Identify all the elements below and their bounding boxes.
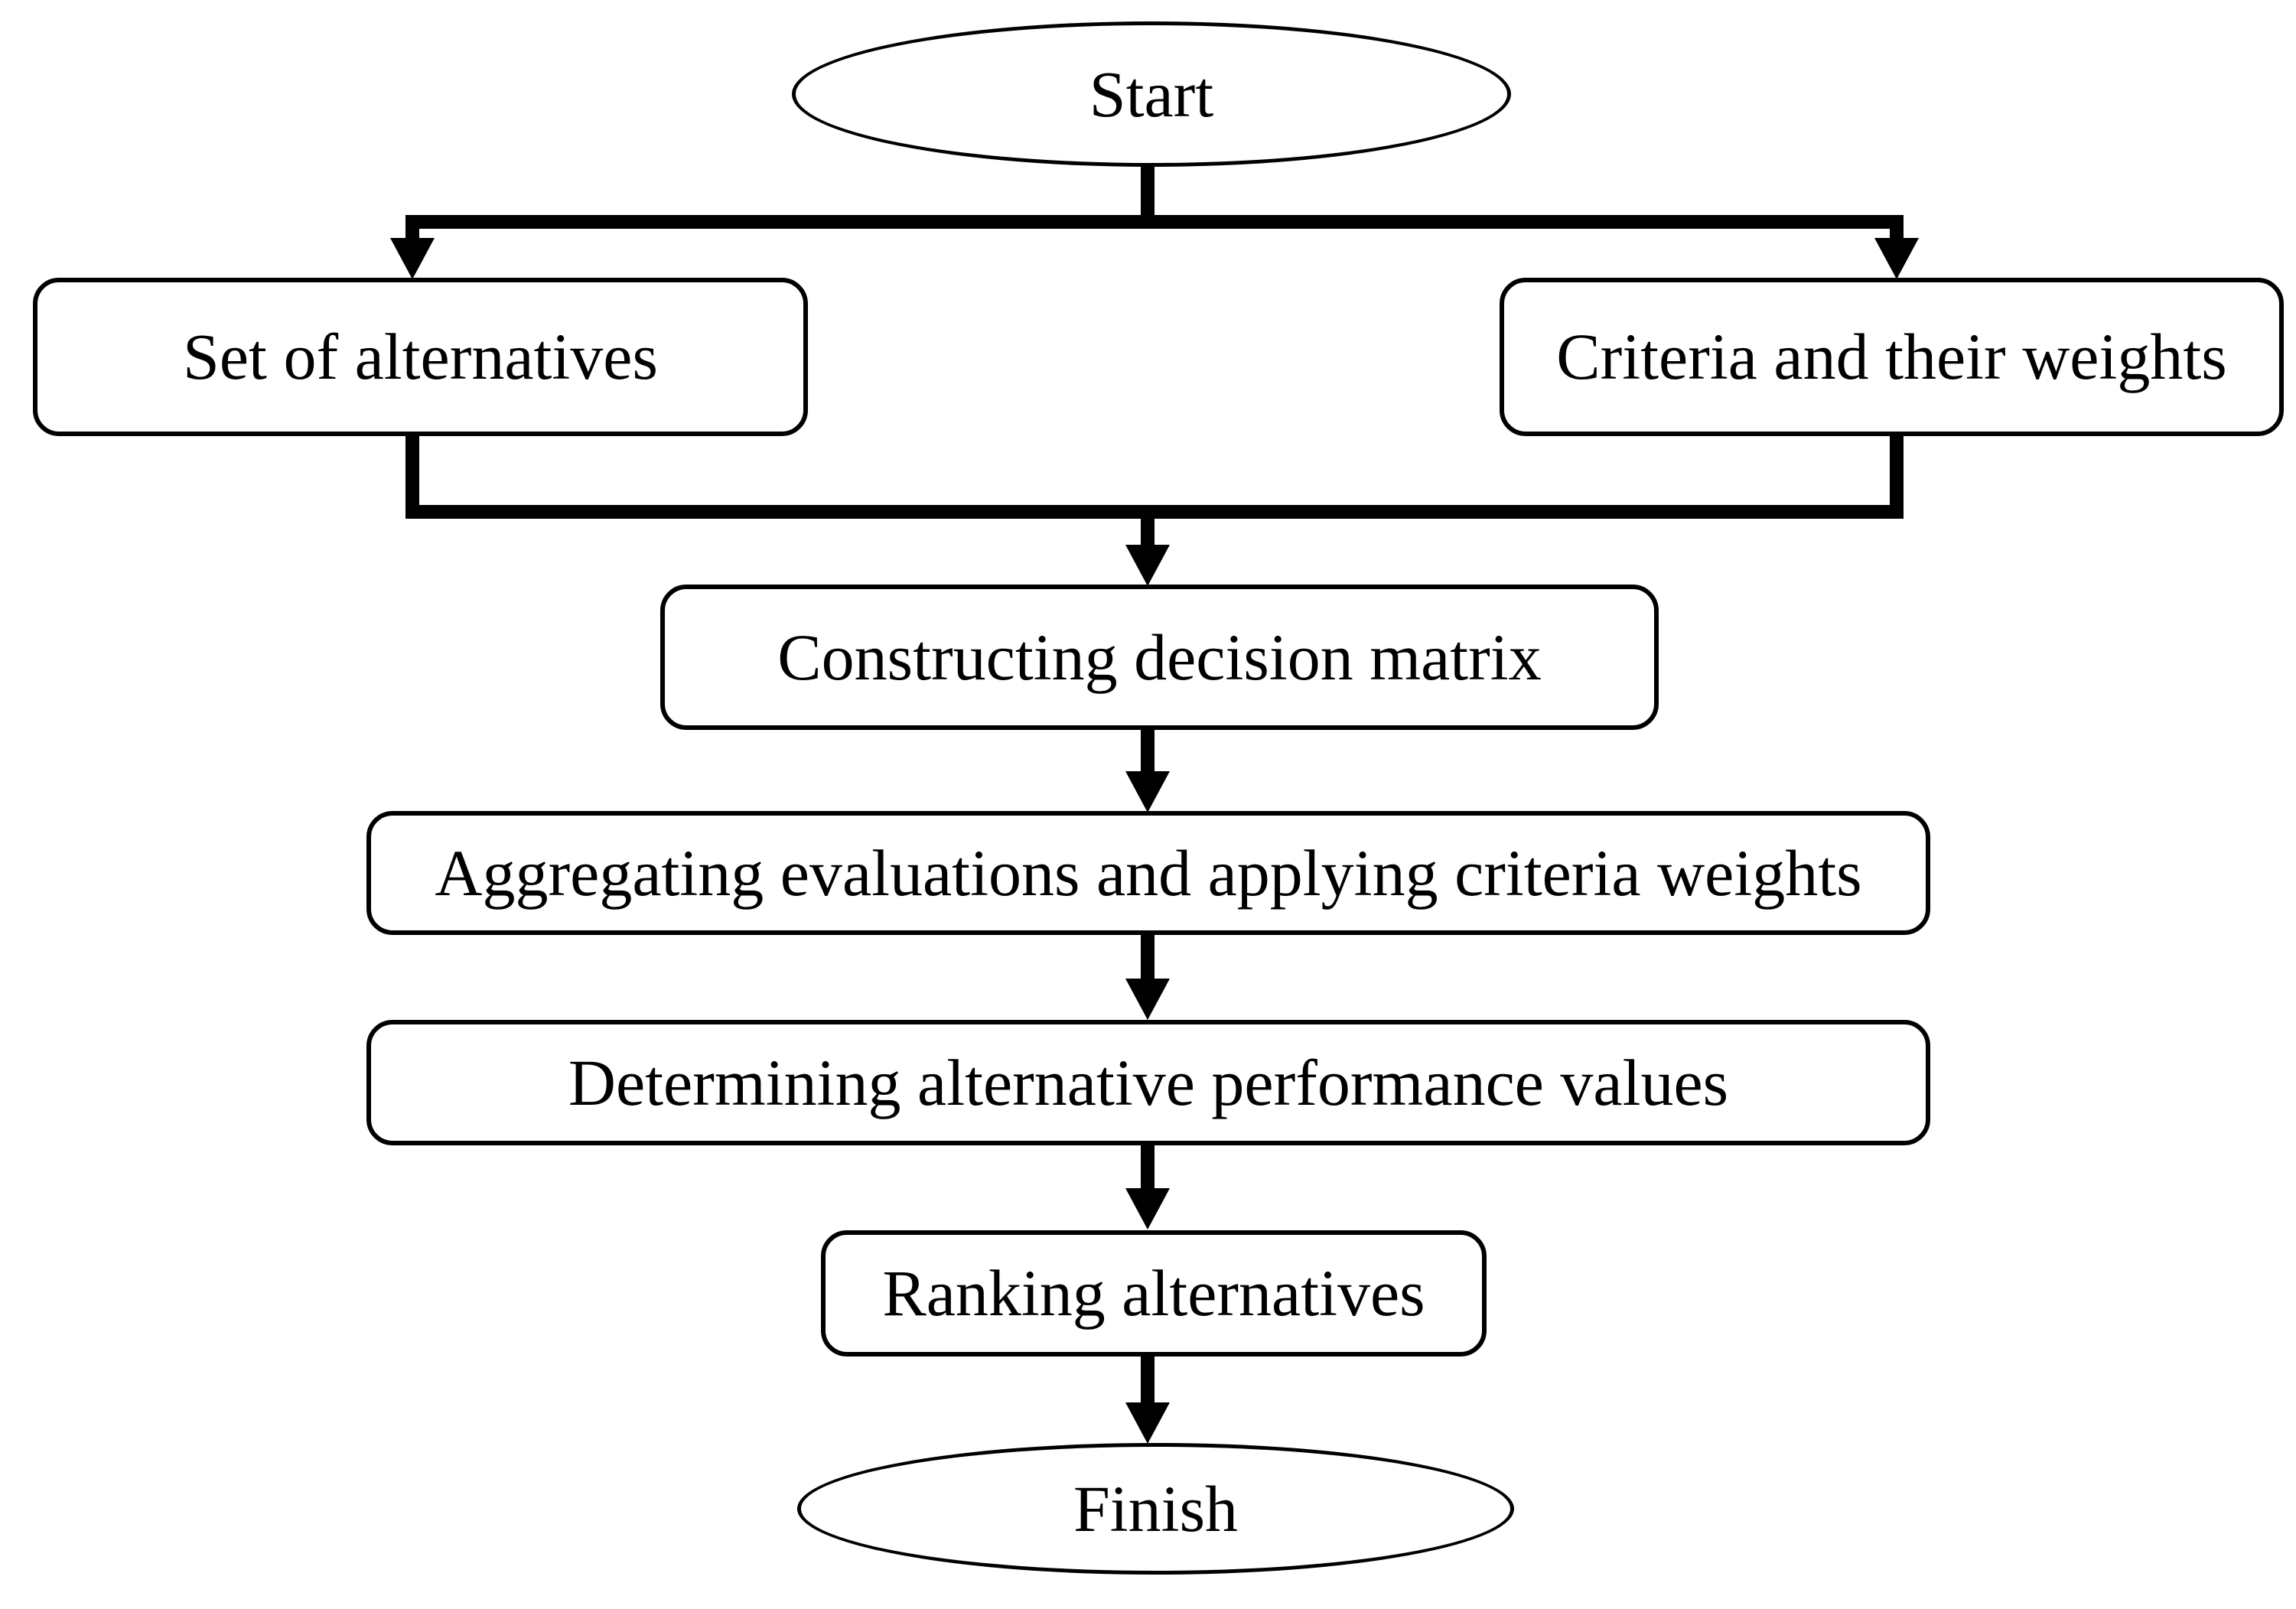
node-aggregating: Aggregating evaluations and applying cri… <box>366 811 1930 935</box>
arrowhead-down-set-of-alternatives <box>390 238 435 279</box>
node-performance-values: Determining alternative performance valu… <box>366 1020 1930 1145</box>
arrowhead-down-performance-values <box>1125 979 1170 1020</box>
node-criteria-weights: Criteria and their weights <box>1500 278 2284 436</box>
node-label-performance-values: Determining alternative performance valu… <box>568 1045 1729 1119</box>
node-label-criteria-weights: Criteria and their weights <box>1556 320 2227 394</box>
node-start: Start <box>792 21 1511 167</box>
arrowhead-down-decision-matrix <box>1125 545 1170 586</box>
edge-branch-horizontal <box>405 215 1904 229</box>
node-label-ranking: Ranking alternatives <box>882 1256 1425 1331</box>
arrowhead-down-finish <box>1125 1402 1170 1444</box>
edge-aggregating-to-performance <box>1141 933 1155 982</box>
arrowhead-down-ranking <box>1125 1188 1170 1230</box>
arrowhead-down-aggregating <box>1125 771 1170 813</box>
node-label-set-of-alternatives: Set of alternatives <box>183 320 658 394</box>
node-label-aggregating: Aggregating evaluations and applying cri… <box>435 835 1862 910</box>
edge-start-to-branch <box>1141 162 1155 226</box>
node-ranking: Ranking alternatives <box>821 1230 1487 1357</box>
edge-alternatives-drop <box>405 433 419 519</box>
node-label-decision-matrix: Constructing decision matrix <box>777 620 1542 694</box>
edge-ranking-to-finish <box>1141 1355 1155 1407</box>
edge-matrix-to-aggregating <box>1141 728 1155 776</box>
node-decision-matrix: Constructing decision matrix <box>660 585 1659 730</box>
node-set-of-alternatives: Set of alternatives <box>33 278 808 436</box>
node-finish: Finish <box>797 1443 1514 1575</box>
node-label-finish: Finish <box>1073 1471 1239 1545</box>
arrowhead-down-criteria-weights <box>1874 238 1919 279</box>
edge-performance-to-ranking <box>1141 1144 1155 1193</box>
edge-merge-horizontal <box>405 505 1904 519</box>
edge-criteria-drop <box>1890 433 1904 519</box>
edge-branch-left-bend <box>405 215 419 241</box>
edge-merge-to-matrix <box>1141 519 1155 549</box>
node-label-start: Start <box>1089 57 1214 131</box>
edge-branch-right-bend <box>1890 215 1904 241</box>
